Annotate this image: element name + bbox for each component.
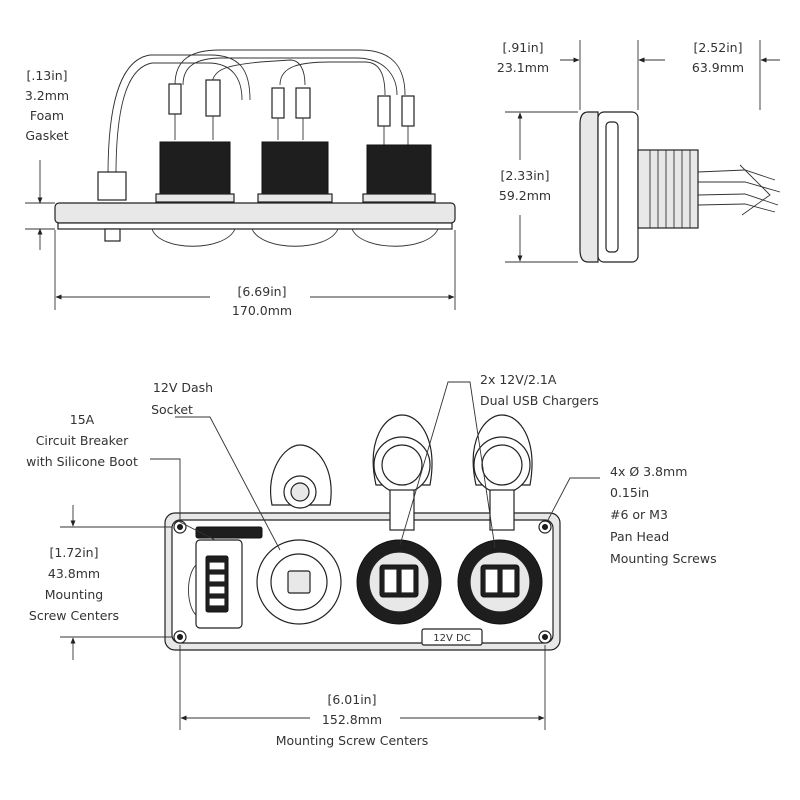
gasket-in: [.13in]	[26, 68, 67, 83]
width-mm: 170.0mm	[232, 303, 292, 318]
breaker-line-2: Circuit Breaker	[36, 433, 129, 448]
profile-view: [.91in] 23.1mm [2.52in] 63.9mm [2.33in] …	[497, 40, 781, 263]
screw-line-2: 0.15in	[610, 485, 649, 500]
side-panel-plate	[54, 202, 456, 224]
usb-charger-2	[457, 414, 543, 625]
front-view: 12V DC 15A Circuit Breaker with Silicone…	[26, 372, 716, 748]
socket-line-1: 12V Dash	[153, 380, 213, 395]
gasket-l2: Gasket	[25, 128, 68, 143]
breaker-line-3: with Silicone Boot	[26, 454, 138, 469]
side-socket-body	[159, 141, 231, 197]
gasket-label: [.13in] 3.2mm Foam Gasket	[25, 68, 69, 143]
breaker-line-1: 15A	[70, 412, 95, 427]
gasket-mm: 3.2mm	[25, 88, 69, 103]
voltage-badge-text: 12V DC	[433, 633, 470, 644]
gasket-l1: Foam	[30, 108, 64, 123]
hcenter-mm: 152.8mm	[322, 712, 382, 727]
side-view: [.13in] 3.2mm Foam Gasket [6.69in] 170.0…	[25, 49, 456, 318]
breaker-callout: 15A Circuit Breaker with Silicone Boot	[26, 412, 138, 469]
screw-line-5: Mounting Screws	[610, 551, 717, 566]
depth-back-in: [2.52in]	[694, 40, 743, 55]
depth-front-mm: 23.1mm	[497, 60, 549, 75]
side-breaker-body	[97, 171, 127, 201]
usb-line-1: 2x 12V/2.1A	[480, 372, 557, 387]
usb-callout: 2x 12V/2.1A Dual USB Chargers	[480, 372, 599, 408]
hcenter-in: [6.01in]	[328, 692, 377, 707]
profile-threads	[649, 150, 691, 228]
vcenter-mm: 43.8mm	[48, 566, 100, 581]
width-in: [6.69in]	[238, 284, 287, 299]
hcenter-l1: Mounting Screw Centers	[276, 733, 429, 748]
screw-line-4: Pan Head	[610, 529, 669, 544]
screw-line-3: #6 or M3	[610, 507, 668, 522]
dash-socket	[256, 444, 342, 625]
vertical-center-label: [1.72in] 43.8mm Mounting Screw Centers	[29, 545, 119, 623]
vcenter-in: [1.72in]	[50, 545, 99, 560]
usb-charger-1	[356, 414, 442, 625]
voltage-badge	[421, 628, 483, 646]
depth-back-mm: 63.9mm	[692, 60, 744, 75]
side-usb-body-2	[366, 144, 432, 197]
vcenter-l2: Screw Centers	[29, 608, 119, 623]
usb-line-2: Dual USB Chargers	[480, 393, 599, 408]
horizontal-center-label: [6.01in] 152.8mm Mounting Screw Centers	[276, 692, 429, 748]
socket-line-2: Socket	[151, 402, 193, 417]
side-usb-body-1	[261, 141, 329, 197]
height-in: [2.33in]	[501, 168, 550, 183]
side-gasket	[57, 222, 453, 230]
depth-front-in: [.91in]	[502, 40, 543, 55]
side-connectors	[168, 79, 415, 145]
profile-threaded-body	[637, 149, 699, 229]
socket-callout: 12V Dash Socket	[151, 380, 213, 417]
circuit-breaker	[188, 526, 263, 629]
screw-callout: 4x Ø 3.8mm 0.15in #6 or M3 Pan Head Moun…	[610, 464, 717, 566]
height-mm: 59.2mm	[499, 188, 551, 203]
screw-line-1: 4x Ø 3.8mm	[610, 464, 687, 479]
callout-leaders	[150, 381, 600, 551]
vcenter-l1: Mounting	[45, 587, 104, 602]
side-wires	[107, 49, 406, 176]
